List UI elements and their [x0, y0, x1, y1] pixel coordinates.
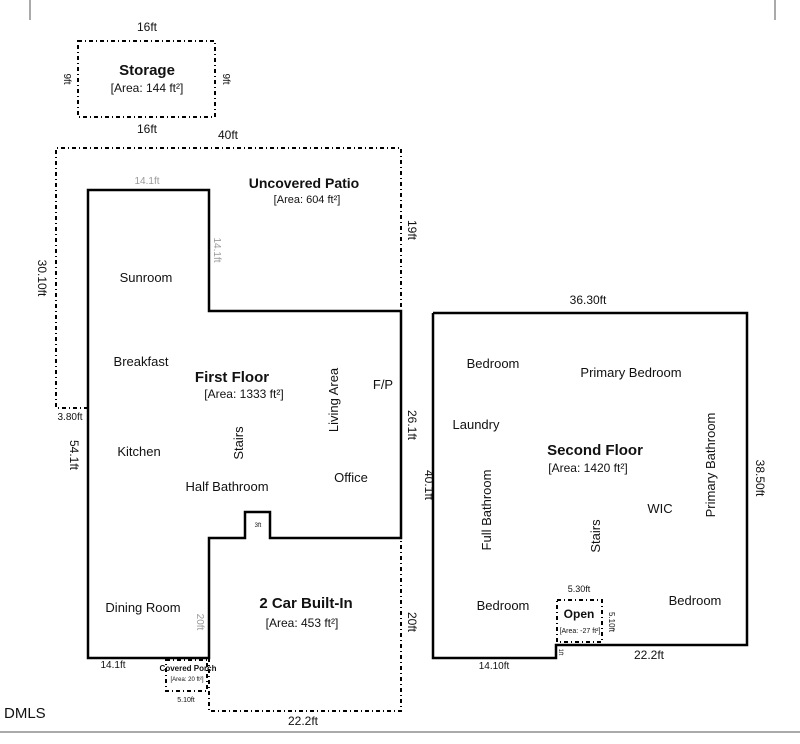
- room-laundry: Laundry: [453, 417, 500, 432]
- first-floor-outline: [86, 188, 403, 660]
- second-floor-right-dim: 38.50ft: [753, 460, 767, 497]
- room-sunroom: Sunroom: [120, 270, 173, 285]
- open-right-dim: 5.10ft: [607, 612, 616, 633]
- patio-inner-side-dim: 14.1ft: [211, 237, 222, 262]
- notch-dim: 3ft: [255, 523, 262, 529]
- storage-left-dim: 9ft: [61, 73, 72, 84]
- watermark: DMLS: [4, 705, 46, 722]
- second-floor-bottom-left-dim: 14.10ft: [479, 661, 510, 672]
- patio-top-dim: 40ft: [218, 128, 239, 142]
- second-floor-area: [Area: 1420 ft²]: [548, 461, 627, 475]
- open-area: [Area: -27 ft²]: [560, 628, 601, 635]
- storage-top-dim: 16ft: [137, 20, 158, 34]
- storage-bottom-dim: 16ft: [137, 122, 158, 136]
- room-office: Office: [334, 470, 368, 485]
- room-second-stairs: Stairs: [588, 519, 603, 553]
- porch-title: Covered Porch: [160, 664, 217, 673]
- patio-step-dim: 3.80ft: [57, 412, 82, 423]
- porch-bottom-dim: 5.10ft: [177, 697, 195, 704]
- dining-inner-dim: 20ft: [194, 614, 205, 631]
- room-breakfast: Breakfast: [114, 354, 169, 369]
- porch-outline: [165, 659, 208, 692]
- first-floor-right-upper-dim: 26.1ft: [405, 410, 419, 441]
- room-dining-room: Dining Room: [105, 600, 180, 615]
- garage-right-dim: 20ft: [405, 612, 419, 633]
- room-full-bathroom: Full Bathroom: [479, 470, 494, 551]
- first-floor-area: [Area: 1333 ft²]: [204, 387, 283, 401]
- room-fireplace: F/P: [373, 377, 393, 392]
- room-first-stairs: Stairs: [231, 426, 246, 460]
- porch-area: [Area: 20 ft²]: [170, 677, 203, 683]
- open-title: Open: [564, 607, 595, 621]
- garage-outline: [208, 538, 402, 712]
- patio-inner-top-dim: 14.1ft: [134, 176, 159, 187]
- patio-area: [Area: 604 ft²]: [274, 194, 341, 206]
- room-bedroom-bottom-right: Bedroom: [669, 593, 722, 608]
- open-outline: [556, 599, 603, 643]
- second-floor-top-dim: 36.30ft: [570, 293, 607, 307]
- first-floor-title: First Floor: [195, 369, 269, 386]
- room-living-area: Living Area: [326, 367, 341, 432]
- patio-title: Uncovered Patio: [249, 175, 359, 191]
- second-floor-title: Second Floor: [547, 442, 643, 459]
- first-floor-bottom-dim: 14.1ft: [100, 660, 125, 671]
- second-floor-bottom-right-dim: 22.2ft: [634, 648, 665, 662]
- patio-right-dim: 19ft: [405, 220, 419, 241]
- second-floor-outline: [431, 311, 749, 660]
- storage-right-dim: 9ft: [220, 73, 231, 84]
- room-kitchen: Kitchen: [117, 444, 160, 459]
- room-half-bathroom: Half Bathroom: [185, 479, 268, 494]
- storage-area: [Area: 144 ft²]: [111, 81, 184, 95]
- room-wic: WIC: [647, 501, 672, 516]
- open-top-dim: 5.30ft: [568, 584, 591, 594]
- storage-outline: [77, 40, 216, 118]
- garage-title: 2 Car Built-In: [259, 595, 352, 612]
- garage-bottom-dim: 22.2ft: [288, 714, 319, 728]
- storage-title: Storage: [119, 62, 175, 79]
- first-floor-left-dim: 54.1ft: [67, 440, 81, 471]
- garage-area: [Area: 453 ft²]: [266, 616, 339, 630]
- room-primary-bedroom: Primary Bedroom: [580, 365, 681, 380]
- patio-left-dim: 30.10ft: [35, 260, 49, 297]
- second-floor-step-dim: 1ft: [557, 649, 563, 656]
- room-bedroom-bottom-left: Bedroom: [477, 598, 530, 613]
- room-bedroom-top-left: Bedroom: [467, 356, 520, 371]
- room-primary-bathroom: Primary Bathroom: [703, 413, 718, 518]
